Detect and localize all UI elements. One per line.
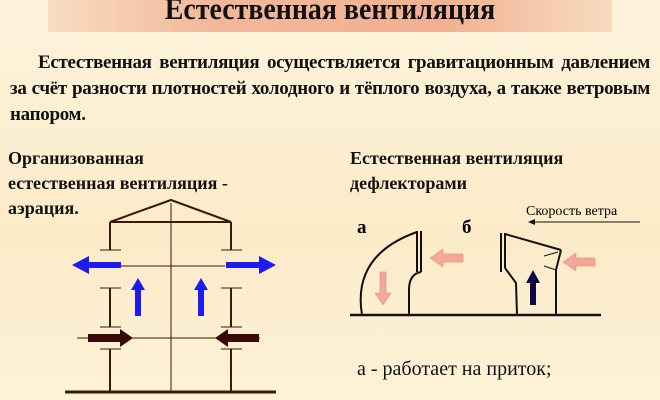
arrow-right-icon xyxy=(88,329,133,347)
deflector-b-roof xyxy=(504,233,562,251)
arrow-up-icon xyxy=(131,278,145,316)
flap-line xyxy=(543,265,557,271)
flap-line xyxy=(543,251,559,257)
deflector-heading-line1: Естественная вентиляция xyxy=(350,148,564,168)
deflector-diagram xyxy=(350,219,640,317)
pink-arrows xyxy=(374,248,596,306)
arrow-down-icon xyxy=(374,271,392,306)
arrow-up-icon xyxy=(526,270,540,305)
arrow-left-icon xyxy=(215,329,259,347)
wind-speed-label: Скорость ветра xyxy=(526,204,618,219)
blue-arrows xyxy=(72,256,276,316)
intro-paragraph: Естественная вентиляция осуществляется г… xyxy=(10,52,650,125)
dark-arrows xyxy=(88,329,259,347)
note-text: а - работает на приток; xyxy=(357,358,552,380)
aeration-heading-line1: Организованная xyxy=(8,148,144,168)
label-a: а xyxy=(357,217,367,238)
arrow-left-icon xyxy=(429,248,464,268)
arrow-up-icon xyxy=(194,278,208,316)
slide-title: Естественная вентиляция xyxy=(164,0,496,26)
aeration-heading-line3: аэрация. xyxy=(8,198,79,218)
aeration-heading-line2: естественная вентиляция - xyxy=(8,173,228,193)
deflector-b-duct xyxy=(504,267,518,316)
deflector-a-duct xyxy=(408,271,422,315)
arrow-left-icon xyxy=(562,252,596,272)
walls xyxy=(109,222,232,392)
arrow-left-icon xyxy=(72,256,121,274)
aeration-heading: Организованная естественная вентиляция -… xyxy=(8,146,228,221)
aeration-diagram xyxy=(65,198,276,394)
wind-arrow-icon xyxy=(528,219,535,225)
deflector-a-hood xyxy=(359,231,418,316)
label-b: б xyxy=(462,217,472,238)
deflector-b-wall xyxy=(555,249,562,315)
title-band xyxy=(48,0,612,32)
deflector-heading-line2: дефлекторами xyxy=(350,173,468,193)
arrow-right-icon xyxy=(226,256,276,274)
deflector-heading: Естественная вентиляция дефлекторами xyxy=(350,146,563,196)
